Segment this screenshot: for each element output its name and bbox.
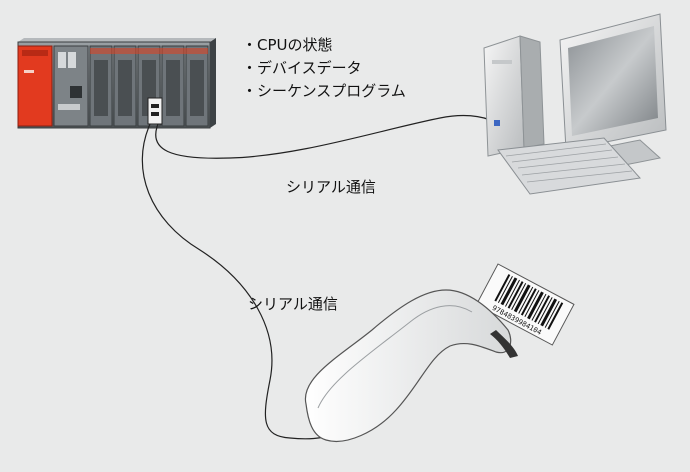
monitor-screen bbox=[568, 26, 658, 136]
plc-power-module bbox=[17, 45, 53, 127]
plc-info-list: CPUの状態 デバイスデータ シーケンスプログラム bbox=[248, 34, 406, 103]
plc-serial-port bbox=[147, 97, 163, 125]
personal-computer bbox=[483, 13, 667, 195]
serial-comm-label-pc: シリアル通信 bbox=[286, 178, 376, 196]
info-item-device-data: デバイスデータ bbox=[248, 57, 406, 80]
plc-unit bbox=[17, 38, 216, 129]
serial-cables bbox=[141, 114, 501, 440]
keyboard bbox=[497, 137, 641, 195]
info-item-sequence-program: シーケンスプログラム bbox=[248, 80, 406, 103]
cable-plc-to-pc bbox=[155, 114, 501, 159]
barcode-label: 9784839984104 bbox=[475, 263, 575, 346]
serial-comm-label-scanner: シリアル通信 bbox=[248, 295, 338, 313]
info-item-cpu-status: CPUの状態 bbox=[248, 34, 406, 57]
cable-plc-to-scanner bbox=[141, 123, 331, 440]
barcode-scanner bbox=[304, 289, 518, 442]
barcode-bars bbox=[494, 274, 564, 330]
